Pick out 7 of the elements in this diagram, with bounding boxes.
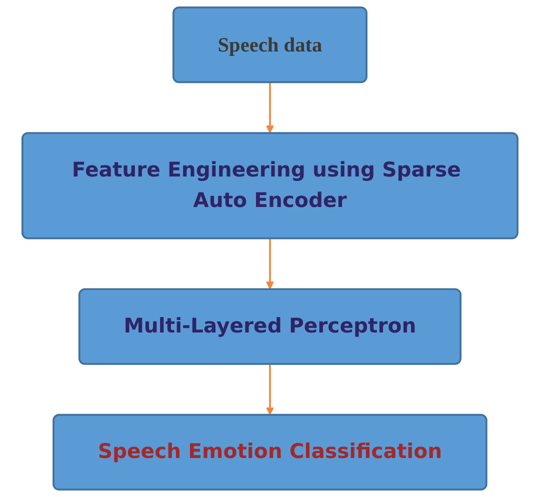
node-box: Multi-Layered Perceptron <box>78 288 462 365</box>
node-box: Feature Engineering using Sparse Auto Encoder <box>22 132 518 240</box>
arrow <box>266 238 274 290</box>
arrow <box>266 364 274 416</box>
node-box: Speech data <box>172 6 368 84</box>
arrow <box>266 82 274 134</box>
node-box: Speech Emotion Classification <box>52 414 488 491</box>
